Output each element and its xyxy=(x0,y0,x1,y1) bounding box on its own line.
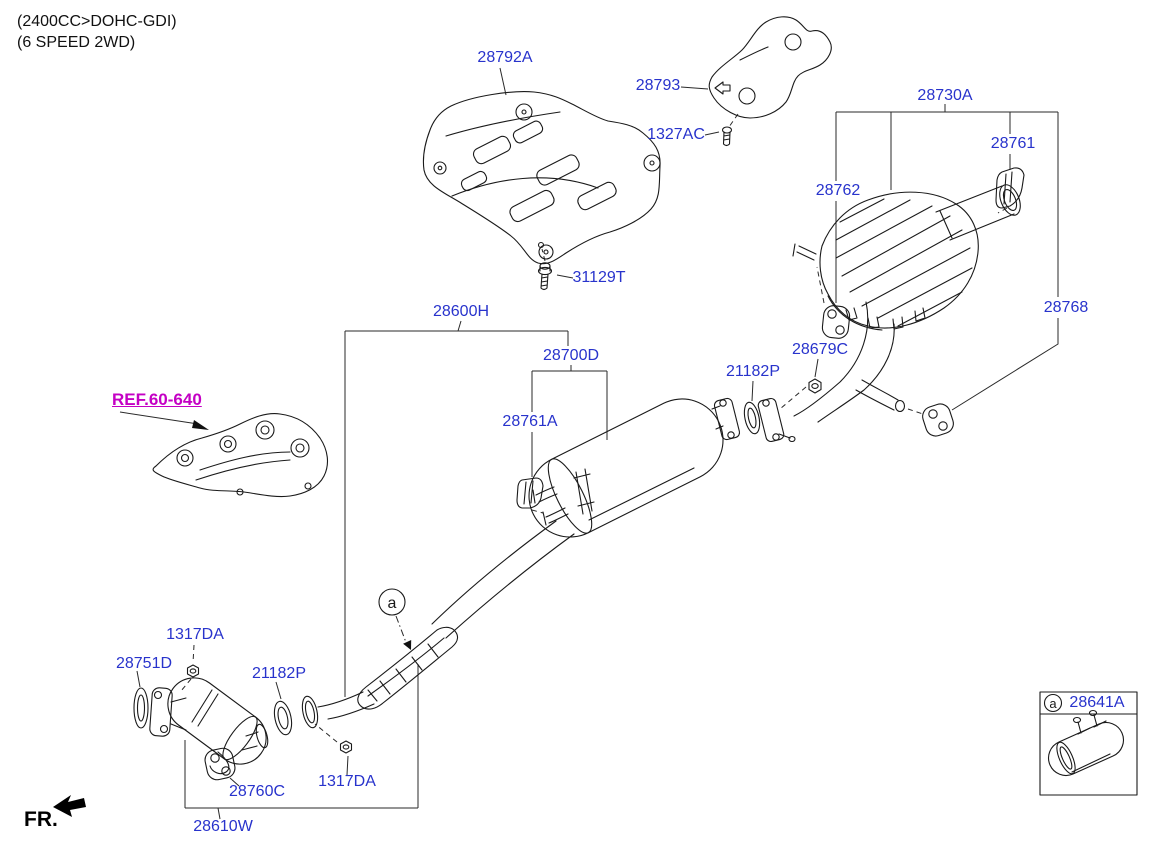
part-label-1317da-lower[interactable]: 1317DA xyxy=(318,773,376,790)
part-label-28600h[interactable]: 28600H xyxy=(432,303,490,320)
part-label-28792a[interactable]: 28792A xyxy=(477,49,533,66)
ref-arrow xyxy=(119,411,209,430)
part-label-28762[interactable]: 28762 xyxy=(815,182,861,199)
nut-28679c-drawing xyxy=(808,378,822,394)
bracket-28793-drawing xyxy=(708,16,832,119)
diagram-title-line1: (2400CC>DOHC-GDI) xyxy=(17,13,177,30)
nut-1317da-lower-drawing xyxy=(339,740,353,754)
part-label-28760c[interactable]: 28760C xyxy=(228,783,286,800)
nut-1317da-upper-drawing xyxy=(186,664,200,678)
grommet-28760c-drawing xyxy=(204,747,236,781)
part-label-28610w[interactable]: 28610W xyxy=(193,818,253,835)
fr-direction-label: FR. xyxy=(24,808,58,831)
part-label-1317da-upper[interactable]: 1317DA xyxy=(166,626,224,643)
center-muffler-drawing xyxy=(301,398,724,729)
part-label-28679c[interactable]: 28679C xyxy=(791,341,849,358)
clamp-28641a-drawing xyxy=(1047,709,1125,777)
inset-marker-letter: a xyxy=(1049,696,1057,711)
grommet-28768-drawing xyxy=(922,403,954,437)
inset-box: a xyxy=(1039,691,1138,796)
hanger-28761a-drawing xyxy=(516,477,544,509)
hanger-28761-drawing xyxy=(995,167,1025,209)
part-label-28730a[interactable]: 28730A xyxy=(917,87,973,104)
diagram-title-line2: (6 SPEED 2WD) xyxy=(17,33,136,51)
top-heat-shield-drawing xyxy=(422,91,661,265)
view-marker-a[interactable]: a xyxy=(378,588,412,650)
part-label-28761[interactable]: 28761 xyxy=(990,135,1036,152)
fr-arrow xyxy=(53,795,86,817)
part-label-21182p-front[interactable]: 21182P xyxy=(252,665,306,682)
grommet-28762-drawing xyxy=(821,305,851,339)
view-marker-a-letter: a xyxy=(388,595,397,612)
part-label-28768[interactable]: 28768 xyxy=(1043,299,1089,316)
front-heat-shield-drawing xyxy=(152,413,329,498)
ref-note-label[interactable]: REF.60-640 xyxy=(112,390,202,409)
part-label-28700d[interactable]: 28700D xyxy=(542,347,600,364)
gasket-21182p-mid-drawing xyxy=(711,397,796,443)
rear-muffler-drawing xyxy=(792,184,1021,423)
gasket-28751d-drawing xyxy=(133,687,149,729)
screw-1327ac-drawing xyxy=(721,126,733,147)
leader-lines xyxy=(136,67,1059,820)
gasket-21182p-front-drawing xyxy=(273,700,293,736)
part-label-28751d[interactable]: 28751D xyxy=(115,655,173,672)
part-label-28641a[interactable]: 28641A xyxy=(1069,694,1125,711)
part-label-21182p-mid[interactable]: 21182P xyxy=(726,363,780,380)
part-label-28793[interactable]: 28793 xyxy=(635,77,681,94)
part-label-31129t[interactable]: 31129T xyxy=(572,269,626,286)
front-pipe-drawing xyxy=(149,677,269,775)
bolt-31129t-drawing xyxy=(537,262,553,291)
part-label-1327ac[interactable]: 1327AC xyxy=(647,126,705,143)
part-label-28761a[interactable]: 28761A xyxy=(502,413,558,430)
diagram-title: (2400CC>DOHC-GDI) (6 SPEED 2WD) xyxy=(17,12,177,54)
